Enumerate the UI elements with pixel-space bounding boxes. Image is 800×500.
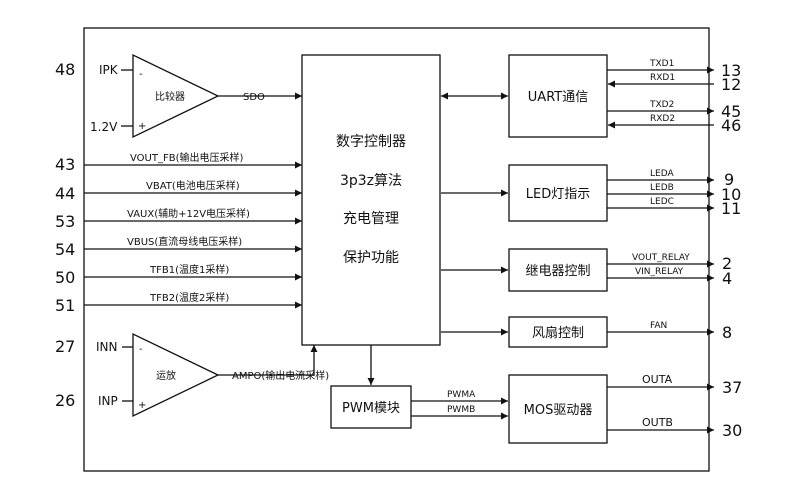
uart-label: UART通信 [528,90,588,105]
ampo-label: AMPO(输出电流采样) [232,369,329,382]
relay-signal-row: VOUT_RELAY 2 [607,253,732,273]
input-row: 53 VAUX(辅助+12V电压采样) [55,207,302,231]
opamp-symbol [132,332,220,418]
input-label: TFB1(温度1采样) [149,263,229,276]
core-line-2: 3p3z算法 [340,173,402,189]
left-inputs: 43 VOUT_FB(输出电压采样) 44 VBAT(电池电压采样) 53 VA… [55,151,302,315]
mos-driver-block [508,374,608,444]
core-line-3: 充电管理 [343,211,399,227]
pwm-block [330,385,412,429]
uart-signal-row: TXD2 45 [607,100,741,121]
relay-pin: 4 [722,269,732,288]
input-label: VOUT_FB(输出电压采样) [130,151,243,164]
pin-27: 27 [55,337,75,356]
input-pin: 43 [55,155,75,174]
input-row: 51 TFB2(温度2采样) [55,291,302,315]
pwm-label: PWM模块 [342,401,400,416]
input-pin: 50 [55,268,75,287]
uart-pin: 46 [721,116,741,135]
input-pin: 44 [55,184,75,203]
input-row: 43 VOUT_FB(输出电压采样) [55,151,302,174]
uart-signal-row: RXD2 46 [608,114,741,135]
opamp-label: 运放 [156,369,176,382]
relay-label: 继电器控制 [525,264,590,279]
mos-label: MOS驱动器 [524,403,593,418]
input-pin: 51 [55,296,75,315]
uart-signal-row: TXD1 13 [607,59,741,80]
relay-signal-label: VOUT_RELAY [632,253,690,263]
input-label: VBAT(电池电压采样) [146,179,240,192]
uart-pin: 45 [721,102,741,121]
uart-signal-label: TXD1 [649,59,674,69]
digital-controller-block [301,54,441,346]
led-signal-label: LEDC [650,197,674,207]
uart-signal-label: RXD2 [650,114,675,124]
fan-pin: 8 [722,323,732,342]
comparator-label: 比较器 [155,90,185,103]
inp-label: INP [98,394,118,408]
pin-48: 48 [55,60,75,79]
mos-signal-row: OUTB 30 [607,416,742,440]
led-signal-row: LEDB 10 [607,183,741,204]
input-label: TFB2(温度2采样) [149,291,229,304]
opamp-plus: + [138,400,146,411]
comparator-symbol [132,53,220,139]
pin-26: 26 [55,391,75,410]
mos-pin: 37 [722,378,742,397]
led-signal-row: LEDC 11 [607,197,741,218]
relay-block [508,248,608,292]
led-pin: 10 [721,185,741,204]
led-signal-label: LEDA [650,169,674,179]
led-label: LED灯指示 [526,187,590,202]
ipk-label: IPK [99,63,119,77]
relay-signal-row: VIN_RELAY 4 [607,267,732,288]
mos-pin: 30 [722,421,742,440]
comparator-plus: + [138,121,146,132]
sdo-label: SDO [243,92,265,103]
mos-signal-label: OUTA [642,373,673,386]
input-label: VAUX(辅助+12V电压采样) [127,207,250,220]
uart-signal-row: RXD1 12 [608,73,741,94]
input-pin: 53 [55,212,75,231]
uart-pin: 12 [721,75,741,94]
opamp-minus: - [139,344,143,355]
input-label: VBUS(直流母线电压采样) [127,235,242,248]
core-line-1: 数字控制器 [336,134,406,150]
uart-block [508,54,608,138]
mos-signal-row: OUTA 37 [607,373,742,397]
uart-pin: 13 [721,61,741,80]
inn-label: INN [96,340,118,354]
fan-block [508,316,608,348]
led-pin: 11 [721,199,741,218]
relay-pin: 2 [722,254,732,273]
led-block [508,164,608,222]
relay-signal-label: VIN_RELAY [635,267,684,277]
fan-label: 风扇控制 [532,325,584,341]
pwma-label: PWMA [447,390,476,400]
mos-signal-label: OUTB [642,416,673,429]
led-pin: 9 [724,170,734,189]
input-row: 44 VBAT(电池电压采样) [55,179,302,203]
led-signal-row: LEDA 9 [607,169,734,189]
ref-1v2-label: 1.2V [90,120,118,134]
input-row: 54 VBUS(直流母线电压采样) [55,235,302,259]
uart-signal-label: RXD1 [650,73,675,83]
ampo-wire [218,345,318,376]
led-signal-label: LEDB [650,183,674,193]
input-pin: 54 [55,240,75,259]
input-row: 50 TFB1(温度1采样) [55,263,302,287]
comparator-minus: - [139,69,143,80]
uart-signal-label: TXD2 [649,100,674,110]
pwmb-label: PWMB [447,405,475,415]
fan-signal-label: FAN [650,321,667,331]
core-line-4: 保护功能 [343,250,399,266]
